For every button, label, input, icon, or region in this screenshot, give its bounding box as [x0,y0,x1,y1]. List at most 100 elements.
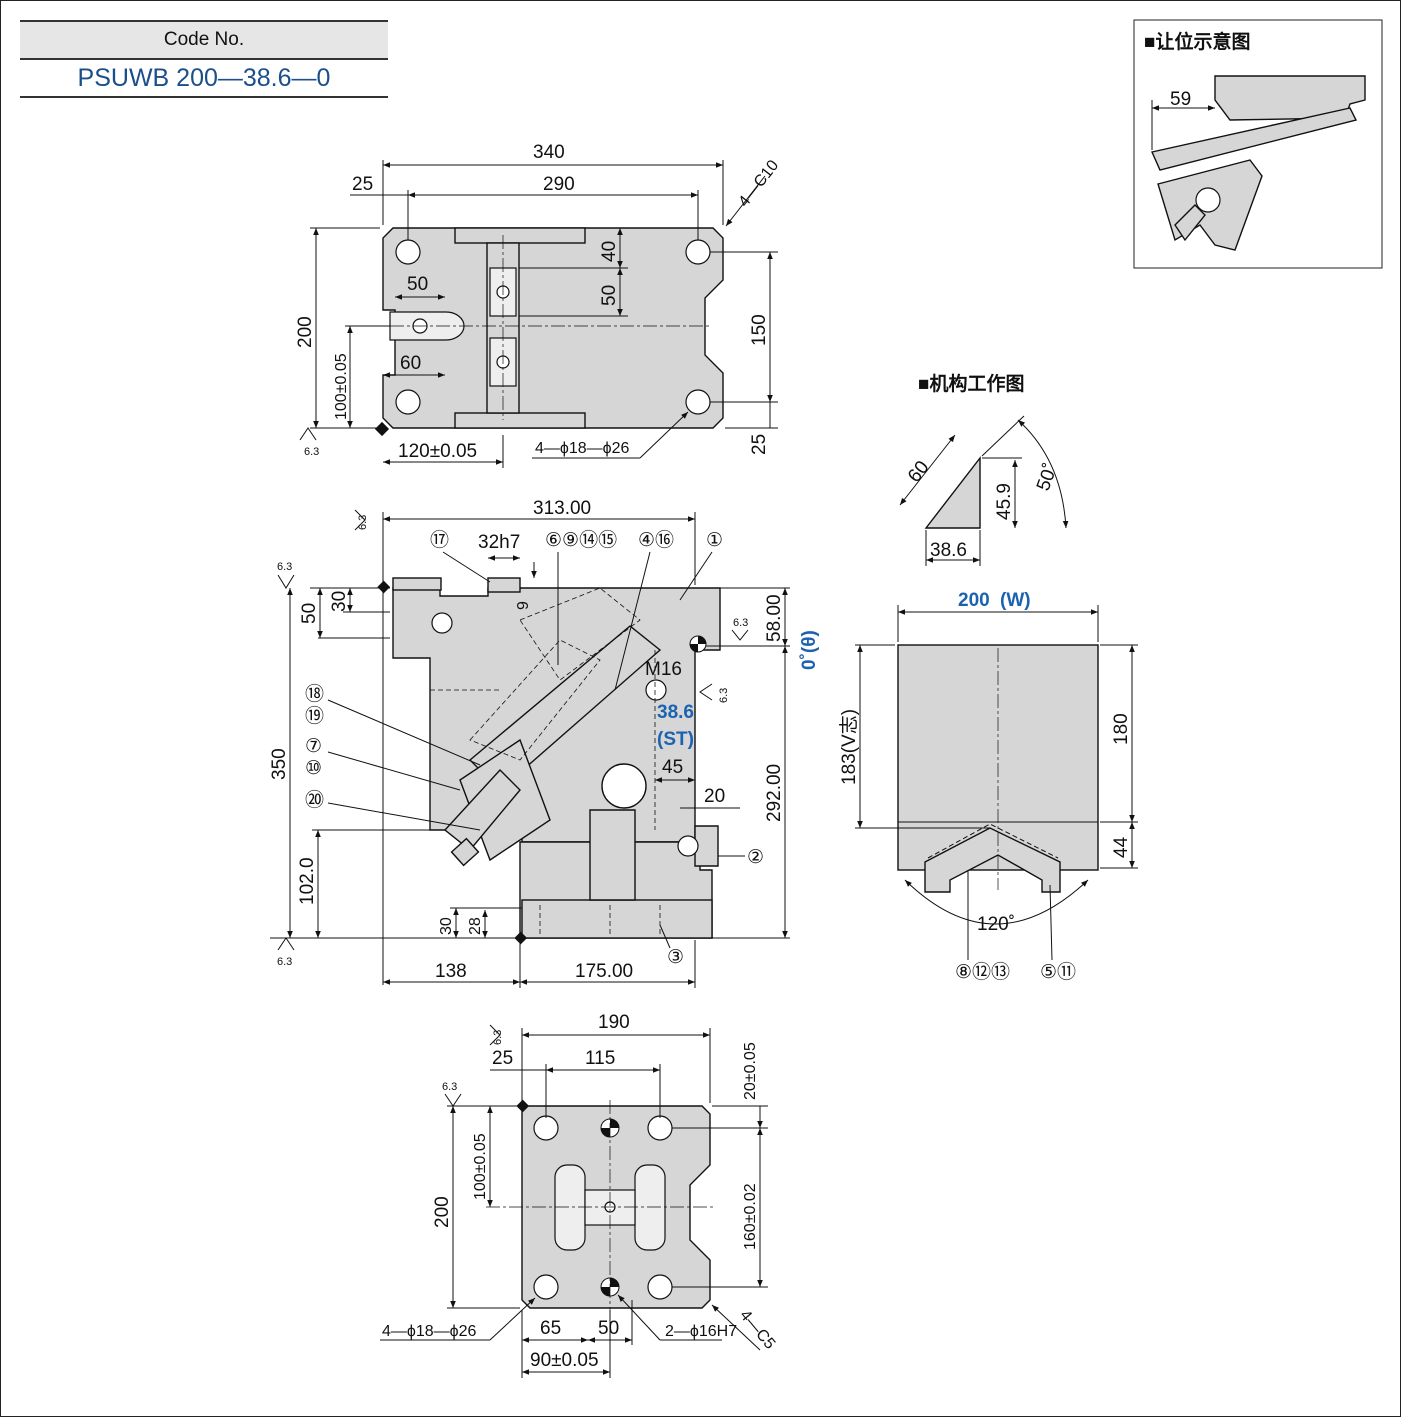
bottom-bolt-hole-3 [533,1274,559,1300]
code-header: Code No. [20,20,388,60]
callout-3: ③ [667,947,684,968]
bottom-slot-right [634,1164,666,1251]
front-bolt-hole-1 [431,612,453,634]
top-roughness-1: 6.3 [304,446,319,458]
bottom-dim-160: 160±0.02 [742,1183,759,1250]
side-dim-180: 180 [1111,713,1132,745]
front-roughness-top: 6.3 [357,515,369,530]
front-view: 313.00 6.3 32h7 9 30 50 350 102.0 6.3 6.… [269,498,820,988]
top-dim-50-vertical: 50 [599,285,620,306]
front-roughness-bottom: 6.3 [277,956,292,968]
side-dim-183: 183(V志) [838,709,860,785]
top-dim-120: 120±0.05 [398,441,477,462]
callout-6-9-14-15: ⑥⑨⑭⑮ [545,529,617,551]
top-hole-label: 4—ϕ18—ϕ26 [535,440,630,457]
callout-1: ① [706,530,723,551]
top-bolt-hole-3 [395,389,421,415]
bottom-roughness-2: 6.3 [442,1081,457,1093]
top-dim-60: 60 [400,353,421,374]
bottom-dim-190: 190 [598,1012,630,1033]
callout-10: ⑩ [305,758,322,779]
front-dim-138: 138 [435,961,467,982]
front-cylinder-end [450,837,480,867]
clearance-slide-arm [1151,107,1358,171]
bottom-dim-65: 65 [540,1318,561,1339]
mechanism-wedge [924,455,981,529]
callout-17: ⑰ [430,529,449,551]
callout-18: ⑱ [305,683,324,705]
front-dim-102: 102.0 [297,857,318,905]
clearance-lever [1174,204,1206,242]
bottom-chamfer-label: 4—C5 [736,1307,778,1353]
side-callout-8-12-13: ⑧⑫⑬ [955,961,1010,983]
side-callout-5-11: ⑤⑪ [1040,961,1076,983]
code-value: PSUWB 200—38.6—0 [20,60,388,98]
front-dim-30-bottom: 30 [438,917,455,935]
clearance-pin [1195,187,1221,213]
top-dim-100: 100±0.05 [333,353,350,420]
mechanism-diagram: ■机构工作图 60 45.9 38.6 50˚ [899,372,1069,566]
bottom-view: 190 115 25 20±0.05 160±0.02 200 100±0.05… [380,1012,778,1378]
top-rail-lower [454,412,586,429]
clearance-diagram: ■让位示意图 59 [1133,19,1383,269]
top-dim-40: 40 [599,241,620,262]
clearance-title: ■让位示意图 [1144,30,1250,53]
front-stroke-label: (ST) [657,729,694,750]
front-dim-32h7: 32h7 [478,532,520,553]
front-roughness-m16: 6.3 [718,688,730,703]
front-dim-50: 50 [299,603,320,624]
top-dim-25: 25 [352,174,373,195]
bottom-bolt-hole-1 [533,1115,559,1141]
top-bolt-hole-2 [685,239,711,265]
callout-4-16: ④⑯ [638,529,674,551]
mechanism-dim-45-9: 45.9 [994,483,1015,520]
top-dim-50-horizontal: 50 [407,274,428,295]
mechanism-dim-60: 60 [904,457,934,487]
bottom-dim-200: 200 [432,1196,453,1228]
bottom-dowel-1 [600,1118,620,1138]
top-dim-290: 290 [543,174,575,195]
front-roughness-left: 6.3 [277,561,292,573]
callout-2: ② [747,847,764,868]
front-dim-9: 9 [515,601,532,610]
front-lever-block [589,809,636,901]
front-bolt-hole-2 [677,835,699,857]
top-rail-upper [454,227,586,244]
bottom-bolt-hole-4 [647,1274,673,1300]
bottom-dim-50: 50 [598,1318,619,1339]
front-dim-30: 30 [329,591,350,612]
front-dim-58: 58.00 [764,594,785,642]
side-view: 200 (W) 183(V志) 180 44 120˚ ⑧⑫⑬ ⑤⑪ [838,590,1138,983]
bottom-roughness-1: 6.3 [492,1030,504,1045]
mechanism-angle: 50˚ [1033,461,1062,494]
side-dim-44: 44 [1111,836,1132,858]
bottom-slot-left [554,1164,586,1251]
top-dim-200: 200 [295,316,316,348]
front-m16-hole [645,679,667,701]
bottom-dim-20: 20±0.05 [742,1042,759,1100]
side-angle-120: 120˚ [977,914,1015,935]
side-dim-width-label: (W) [1000,590,1031,611]
bottom-dim-115: 115 [585,1048,615,1069]
bottom-dim-100: 100±0.05 [472,1133,489,1200]
front-bottom-rail [521,899,713,939]
top-dim-150: 150 [749,314,770,346]
top-bolt-hole-4 [685,389,711,415]
bottom-hole-label: 4—ϕ18—ϕ26 [382,1323,477,1340]
mechanism-dim-38-6: 38.6 [930,540,967,561]
side-dim-width: 200 [958,590,990,611]
clearance-dim-59: 59 [1170,89,1191,110]
bottom-dim-25: 25 [492,1048,513,1069]
top-dim-340: 340 [533,142,565,163]
front-dim-350: 350 [269,748,290,780]
bottom-bolt-hole-2 [647,1115,673,1141]
callout-19: ⑲ [305,705,324,727]
top-view: 340 290 25 4—C10 40 50 50 60 200 100±0.0… [295,142,782,468]
top-dim-25-bottom: 25 [749,434,770,455]
front-dim-28: 28 [467,917,484,935]
callout-7: ⑦ [305,736,322,757]
bottom-dim-90: 90±0.05 [530,1350,599,1371]
front-top-tab [392,577,442,591]
front-angle-0: 0˚(θ) [799,630,820,670]
